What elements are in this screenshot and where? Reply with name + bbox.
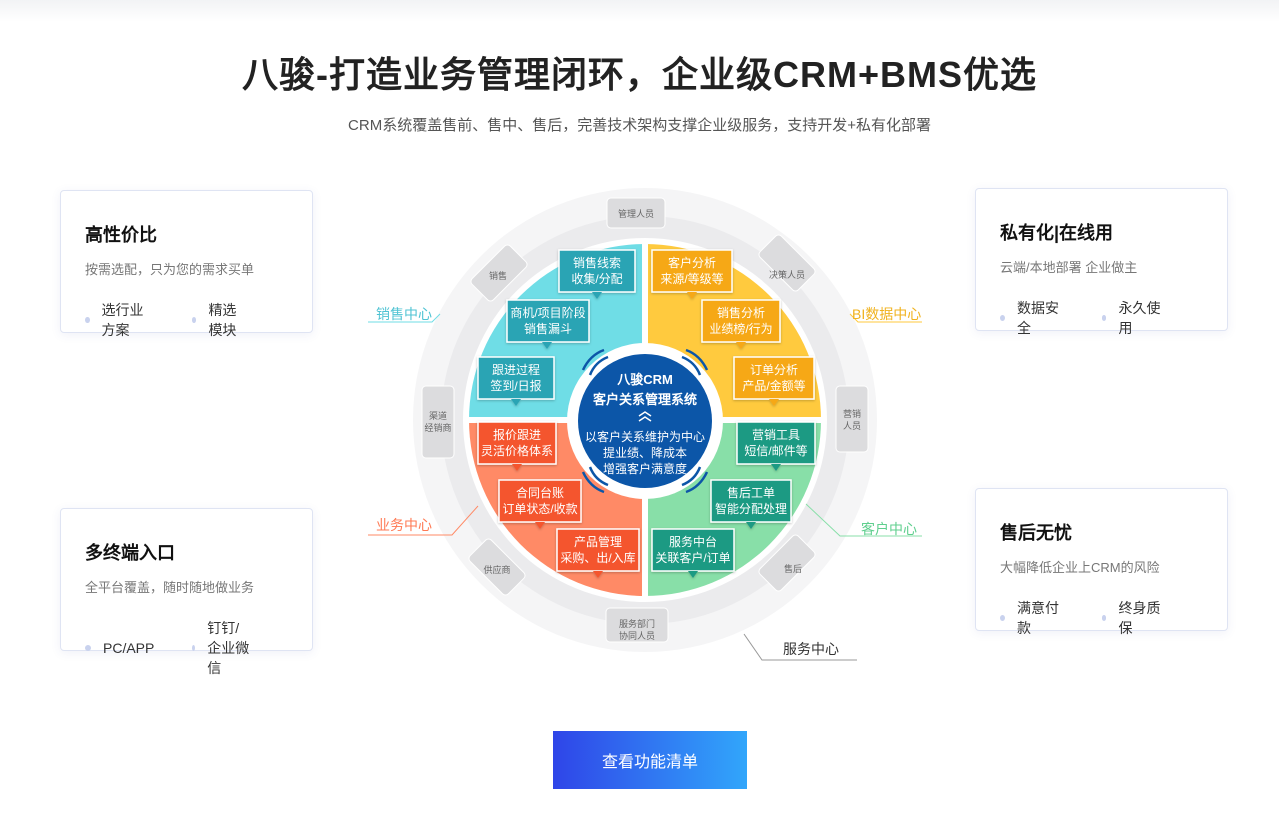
feature-label: 数据安全 (1016, 300, 1059, 336)
card-title: 高性价比 (85, 225, 157, 245)
bullet-dot-icon (1101, 315, 1107, 321)
top-shadow (0, 0, 1279, 22)
feature-label: 终身质保 (1118, 600, 1161, 636)
role-tab (758, 234, 816, 292)
module-boxes (477, 249, 816, 578)
box-product (556, 528, 640, 572)
role-tab (758, 534, 816, 592)
feature-item: 数据安全 (1000, 298, 1064, 338)
box-sales-analysis (701, 299, 781, 343)
card-desc: 全平台覆盖，随时随地做业务 (85, 580, 255, 595)
bullet-dot-icon (192, 645, 196, 651)
card-after-sales: 售后无忧 大幅降低企业上CRM的风险 满意付款 终身质保 (975, 488, 1228, 636)
feature-item: PC/APP (85, 618, 154, 678)
card-features: 数据安全 永久使用 (1000, 298, 1203, 338)
role-tab (470, 244, 528, 302)
leader-lines (368, 313, 922, 661)
role-tab (605, 607, 669, 643)
role-tab (468, 538, 526, 596)
feature-label: 选行业方案 (101, 302, 144, 338)
page-subtitle: CRM系统覆盖售前、售中、售后，完善技术架构支撑企业级服务，支持开发+私有化部署 (348, 117, 931, 134)
chevron-up-icon (638, 411, 652, 422)
card-private-deploy: 私有化|在线用 云端/本地部署 企业做主 数据安全 永久使用 (975, 188, 1228, 336)
role-tabs (421, 197, 869, 643)
box-sales-lead (558, 249, 636, 293)
bullet-dot-icon (1101, 615, 1107, 621)
bullet-dot-icon (1000, 315, 1005, 321)
card-title: 多终端入口 (85, 543, 175, 563)
feature-label: 永久使用 (1118, 300, 1161, 336)
card-features: PC/APP 钉钉/企业微信 (85, 618, 288, 678)
card-title: 私有化|在线用 (1000, 223, 1114, 243)
feature-item: 满意付款 (1000, 598, 1064, 638)
card-multi-terminal: 多终端入口 全平台覆盖，随时随地做业务 PC/APP 钉钉/企业微信 (60, 508, 313, 676)
feature-item: 永久使用 (1101, 298, 1166, 338)
feature-label: 满意付款 (1016, 600, 1059, 636)
box-contract (498, 479, 582, 523)
feature-item: 选行业方案 (85, 300, 154, 340)
bullet-dot-icon (85, 645, 91, 651)
box-customer-analysis (651, 249, 733, 293)
box-service-platform (651, 528, 735, 572)
feature-label: 钉钉/企业微信 (207, 620, 250, 676)
bullet-dot-icon (1000, 615, 1005, 621)
box-quote (477, 421, 557, 465)
card-title: 售后无忧 (1000, 523, 1072, 543)
box-service-ticket (710, 479, 792, 523)
card-desc: 云端/本地部署 企业做主 (1000, 260, 1138, 275)
card-desc: 按需选配，只为您的需求买单 (85, 262, 255, 277)
feature-label: PC/APP (103, 640, 155, 656)
card-desc: 大幅降低企业上CRM的风险 (1000, 560, 1160, 575)
role-tab (835, 385, 869, 453)
card-features: 满意付款 终身质保 (1000, 598, 1203, 638)
card-cost-effective: 高性价比 按需选配，只为您的需求买单 选行业方案 精选模块 (60, 190, 313, 338)
feature-item: 钉钉/企业微信 (192, 618, 250, 678)
wave-decor-icon (581, 348, 709, 494)
feature-item: 精选模块 (191, 300, 250, 340)
role-tab (421, 385, 455, 459)
box-order-analysis (733, 356, 815, 400)
card-features: 选行业方案 精选模块 (85, 300, 288, 340)
role-tab (606, 197, 666, 229)
box-follow-up (477, 356, 555, 400)
box-opportunity (506, 299, 590, 343)
center-hub (578, 354, 712, 488)
page-title: 八骏-打造业务管理闭环，企业级CRM+BMS优选 (242, 54, 1037, 95)
view-features-button[interactable]: 查看功能清单 (553, 731, 747, 789)
feature-label: 精选模块 (208, 302, 237, 338)
feature-item: 终身质保 (1101, 598, 1166, 638)
bullet-dot-icon (85, 317, 90, 323)
box-marketing-tools (736, 421, 816, 465)
bullet-dot-icon (191, 317, 197, 323)
